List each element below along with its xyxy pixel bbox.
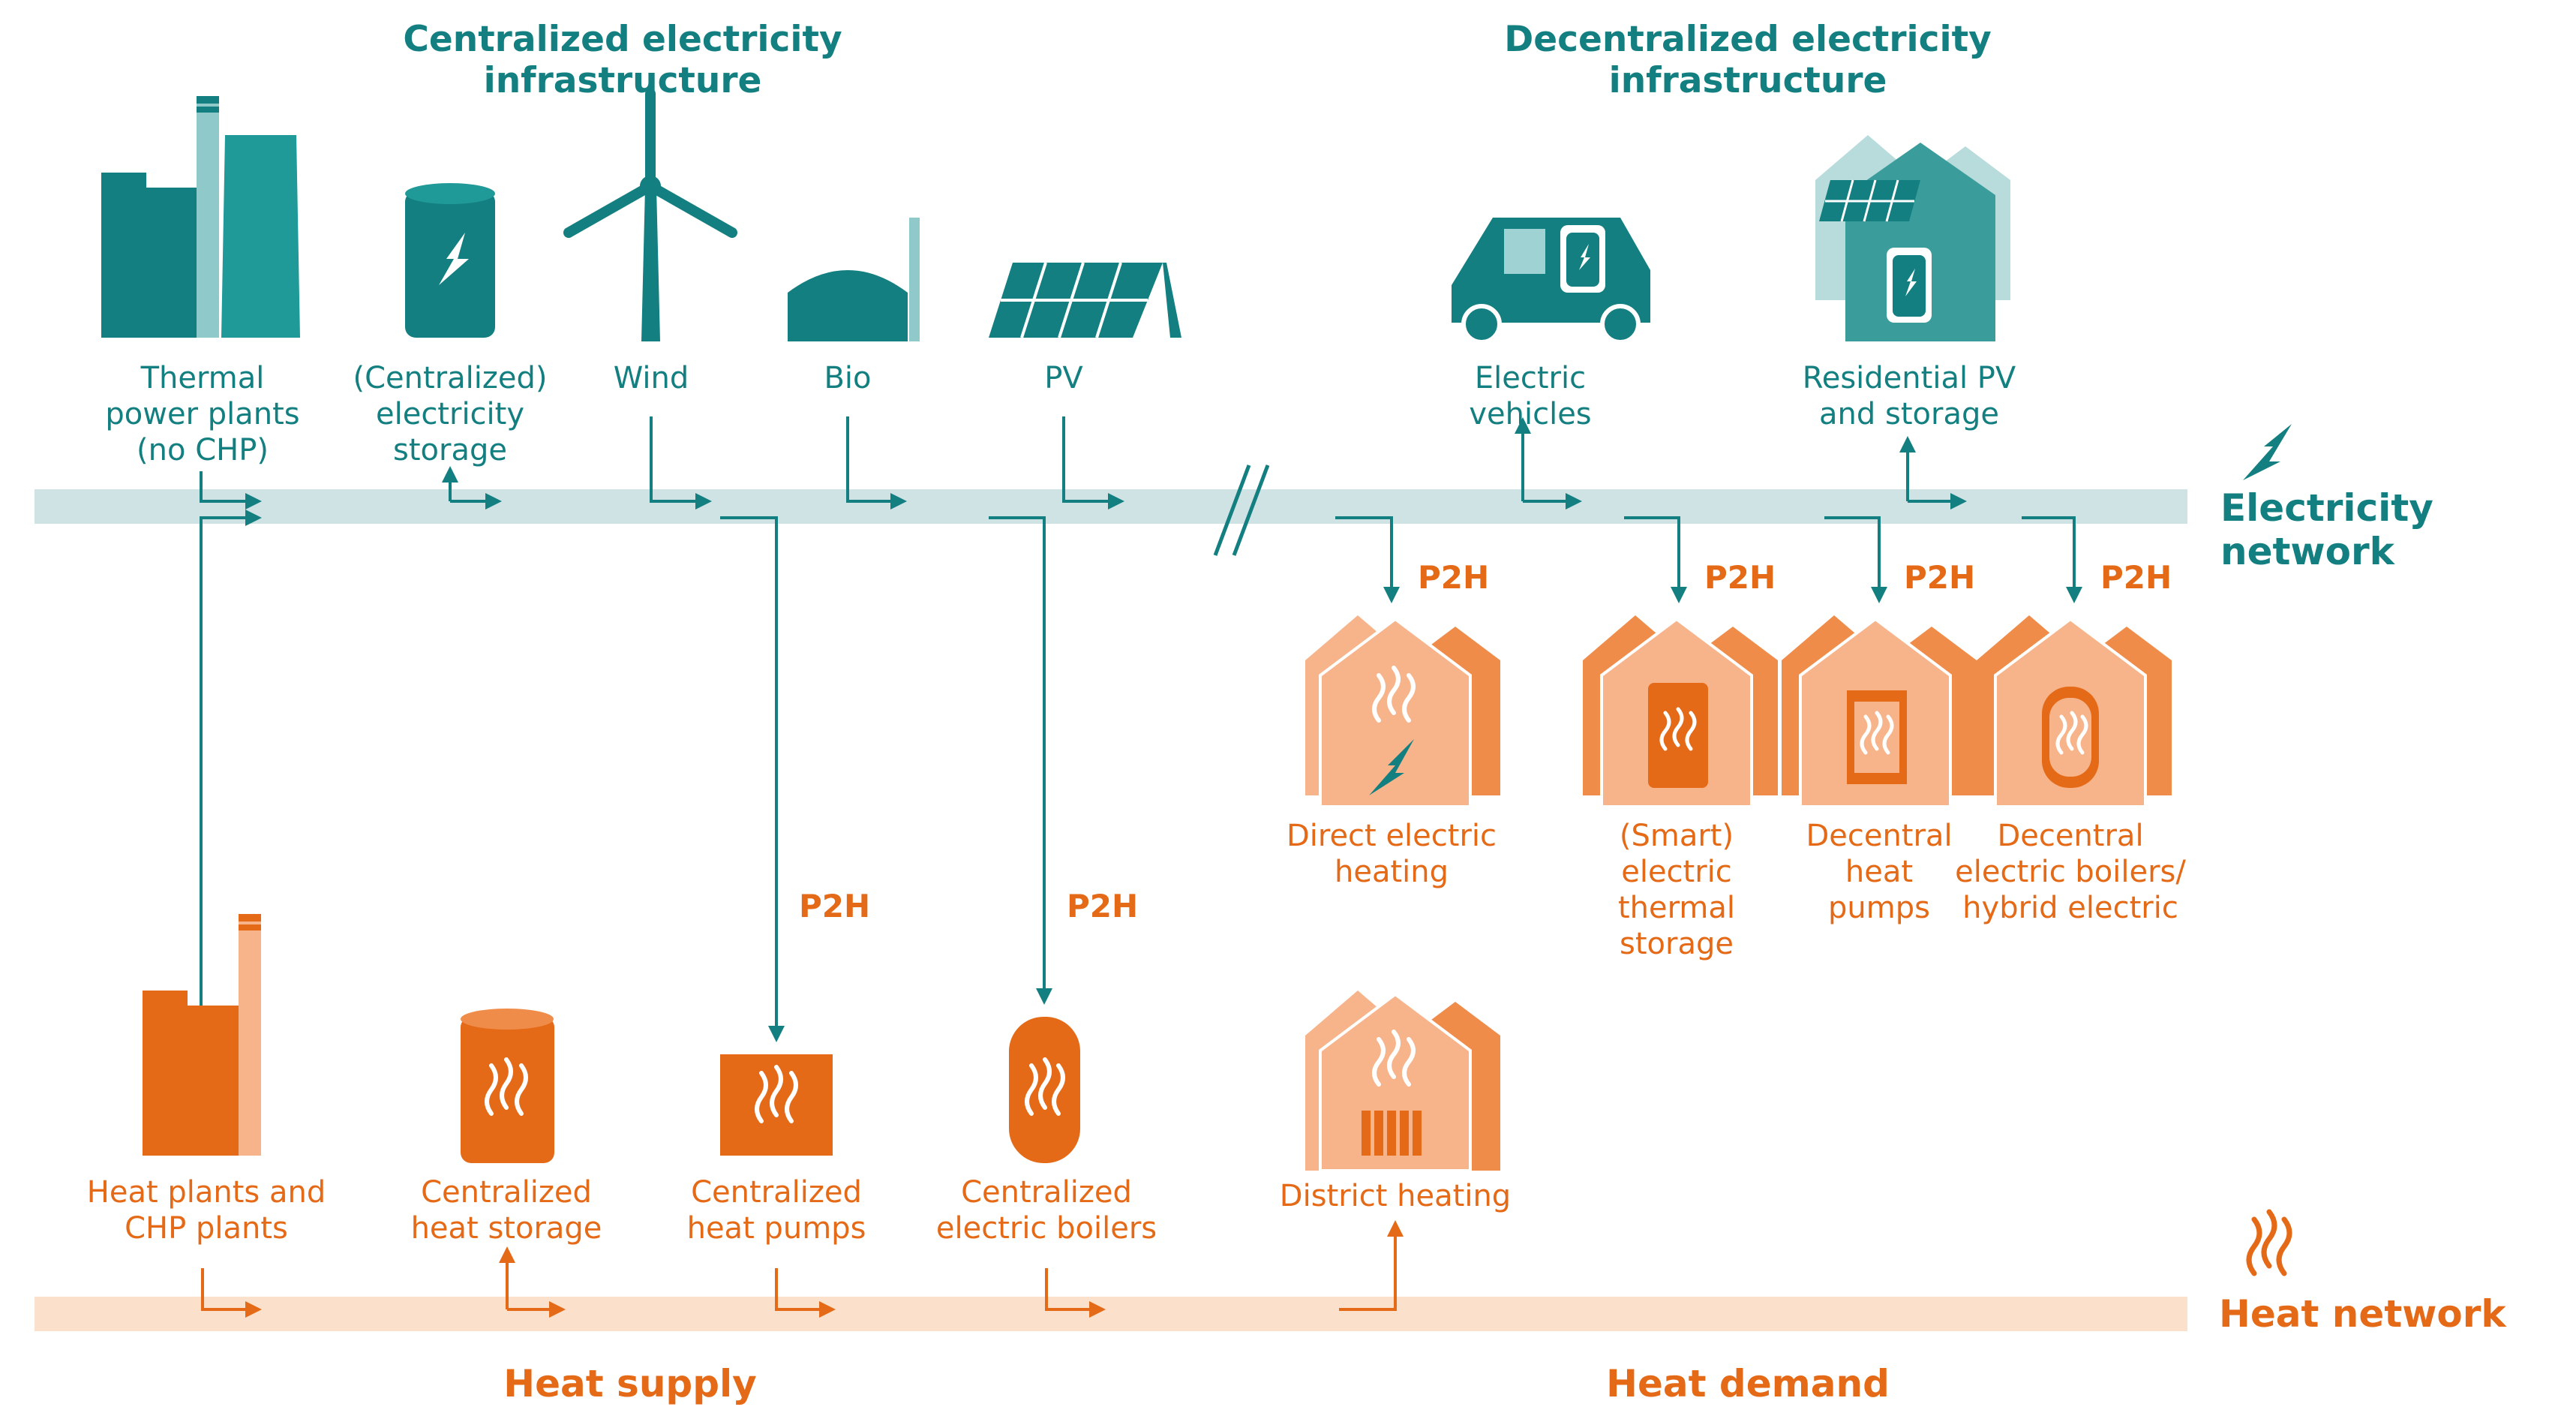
heat-network-label: Heat network (2219, 1292, 2506, 1336)
battery-storage-icon (405, 183, 495, 338)
heat-network-band (35, 1297, 2187, 1331)
district-heating-label: District heating (1279, 1179, 1512, 1213)
boiler-to-network-arrow (1045, 1268, 1106, 1318)
thermal-to-network-arrow (200, 471, 262, 510)
wind-to-network-arrow (650, 416, 712, 510)
p2h-decentral-boiler-arrow (2022, 516, 2082, 603)
heat-chp-plant-icon (143, 914, 261, 1156)
chp-to-heat-network-arrow (201, 1268, 262, 1318)
heat-pump-to-network-arrow (775, 1268, 836, 1318)
electricity-storage-label: (Centralized) electricity storage (353, 361, 548, 467)
pv-label: PV (1044, 361, 1083, 395)
direct-electric-heating-label: Direct electric heating (1286, 819, 1497, 889)
centralized-heat-storage-label: Centralized heat storage (410, 1175, 602, 1246)
direct-electric-heating-icon (1305, 615, 1500, 808)
p2h-decentral-heat-pump-arrow (1824, 516, 1887, 603)
p2h-label-decentral-boiler: P2H (2100, 559, 2172, 596)
heat-supply-label: Heat supply (503, 1362, 757, 1405)
break-mark (1213, 464, 1270, 556)
residential-pv-label: Residential PV and storage (1802, 361, 2016, 431)
chp-to-electricity-arrow (200, 510, 262, 1006)
p2h-central-boiler-arrow (989, 516, 1052, 1005)
central-electric-boiler-icon (1009, 1017, 1080, 1163)
bio-to-network-arrow (846, 416, 907, 510)
central-heat-pump-icon (720, 1054, 833, 1156)
solar-panel-icon (989, 262, 1181, 338)
decentral-electric-boilers-label: Decentral electric boilers/ hybrid elect… (1955, 819, 2186, 925)
p2h-label-thermal-storage: P2H (1704, 559, 1776, 596)
thermal-power-plant-icon (101, 96, 300, 338)
decentral-heat-pump-icon (1782, 615, 1977, 808)
heat-network-icon (2246, 1209, 2292, 1276)
p2h-label-direct: P2H (1418, 559, 1490, 596)
wind-turbine-icon (563, 89, 737, 341)
pv-to-network-arrow (1062, 416, 1124, 510)
electric-vehicle-icon (1452, 218, 1650, 344)
network-to-district-heating-arrow (1339, 1220, 1404, 1311)
district-heating-icon (1305, 991, 1500, 1172)
p2h-thermal-storage-arrow (1624, 516, 1687, 603)
decentral-heat-pumps-label: Decentral heat pumps (1806, 819, 1953, 925)
decentralized-header: Decentralized electricity infrastructure (1504, 19, 1992, 101)
centralized-electric-boilers-label: Centralized electric boilers (935, 1175, 1157, 1246)
heat-plants-chp-label: Heat plants and CHP plants (86, 1175, 326, 1246)
p2h-label-central-heat-pump: P2H (799, 888, 871, 924)
smart-thermal-storage-label: (Smart) electric thermal storage (1618, 819, 1735, 961)
biogas-icon (788, 218, 920, 341)
wind-label: Wind (613, 361, 689, 395)
p2h-label-central-boiler: P2H (1067, 888, 1139, 924)
p2h-direct-heating-arrow (1335, 516, 1400, 603)
p2h-label-decentral-heat-pump: P2H (1904, 559, 1976, 596)
decentral-electric-boiler-icon (1977, 615, 2172, 808)
centralized-header: Centralized electricity infrastructure (403, 19, 842, 101)
heat-demand-label: Heat demand (1606, 1362, 1890, 1405)
smart-thermal-storage-icon (1583, 615, 1778, 808)
p2h-central-heat-pump-arrow (720, 516, 785, 1042)
electricity-network-icon (2243, 424, 2292, 480)
central-heat-storage-icon (461, 1009, 554, 1163)
thermal-power-plants-label: Thermal power plants (no CHP) (105, 361, 300, 467)
centralized-heat-pumps-label: Centralized heat pumps (686, 1175, 866, 1246)
bio-label: Bio (824, 361, 872, 395)
electricity-network-label: Electricity network (2220, 486, 2433, 573)
residential-pv-storage-icon (1815, 135, 2010, 341)
electric-vehicles-label: Electric vehicles (1469, 361, 1592, 431)
